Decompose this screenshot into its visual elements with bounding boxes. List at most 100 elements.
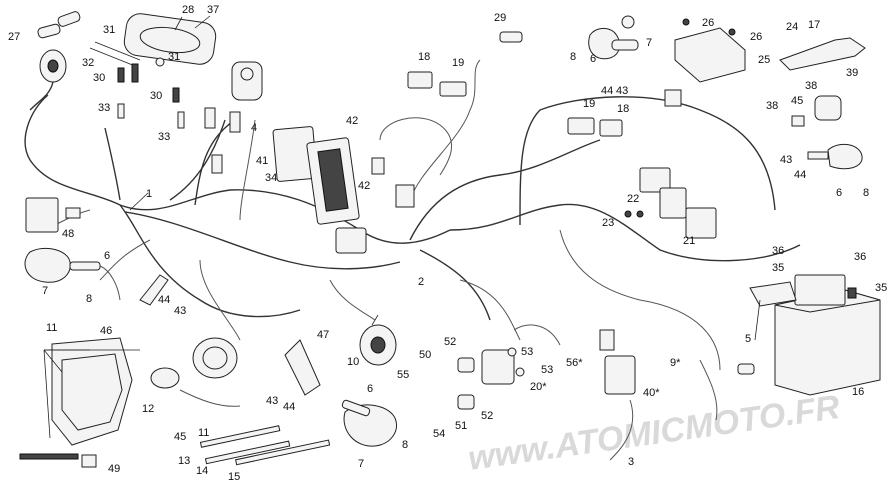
turn-signal-front-right	[341, 399, 397, 447]
starter-relay	[457, 324, 561, 410]
callout-label: 44	[601, 85, 613, 97]
callout-label: 17	[808, 19, 820, 31]
connectors-18-19	[407, 31, 623, 137]
callout-label: 4	[251, 122, 257, 134]
callout-label: 11	[198, 427, 209, 439]
callout-label: 33	[98, 102, 110, 114]
callout-label: 49	[108, 463, 120, 475]
ignition-switch	[29, 11, 81, 111]
callout-label: 45	[791, 95, 803, 107]
callout-label: 36	[772, 245, 784, 257]
relay-48	[25, 197, 81, 233]
callout-label: 5	[745, 333, 751, 345]
callout-label: 53	[541, 364, 553, 376]
callout-label: 30	[150, 90, 162, 102]
flasher-unit	[664, 18, 746, 107]
callout-label: 11	[46, 322, 57, 334]
callout-label: 44	[283, 401, 295, 413]
callout-label: 43	[266, 395, 278, 407]
cdi-unit	[272, 126, 415, 254]
callout-label: 19	[583, 98, 595, 110]
callout-label: 35	[772, 262, 784, 274]
battery	[749, 274, 881, 396]
callout-label: 1	[146, 188, 152, 200]
callout-label: 46	[100, 325, 112, 337]
callout-label: 3	[628, 456, 634, 468]
callout-label: 53	[521, 346, 533, 358]
callout-label: 36	[854, 251, 866, 263]
callout-label: 34	[265, 172, 277, 184]
callout-label: 10	[347, 356, 359, 368]
regulator-56-40	[599, 329, 636, 461]
callout-label: 23	[602, 217, 614, 229]
callout-label: 25	[758, 54, 770, 66]
callout-label: 45	[174, 431, 186, 443]
callout-label: 50	[419, 349, 431, 361]
callout-label: 6	[836, 187, 842, 199]
callout-label: 38	[805, 80, 817, 92]
turn-signal-rear-left	[24, 247, 121, 301]
callout-label: 44	[794, 169, 806, 181]
callout-label: 56*	[566, 357, 583, 369]
callout-label: 38	[766, 100, 778, 112]
cable-ties	[199, 425, 331, 466]
main-wiring-harness	[24, 59, 801, 371]
callout-label: 35	[875, 282, 887, 294]
turn-signal-front-left	[588, 15, 639, 60]
callout-label: 39	[846, 67, 858, 79]
watermark: www.ATOMICMOTO.FR	[466, 388, 843, 478]
callout-label: 27	[8, 31, 20, 43]
callout-label: 31	[103, 24, 115, 36]
callout-label: 21	[683, 235, 695, 247]
callout-label: 14	[196, 465, 208, 477]
callout-label: 16	[852, 386, 864, 398]
callout-label: 33	[158, 131, 170, 143]
callout-label: 18	[617, 103, 629, 115]
callout-label: 24	[786, 21, 798, 33]
callout-label: 28	[182, 4, 194, 16]
callout-label: 29	[494, 12, 506, 24]
callout-label: 32	[82, 57, 94, 69]
callout-label: 7	[358, 458, 364, 470]
panel-hardware	[117, 57, 185, 129]
horn	[359, 314, 397, 366]
headlight-assembly	[19, 337, 241, 468]
callout-label: 52	[444, 336, 456, 348]
callout-label: 6	[104, 250, 110, 262]
callout-label: 22	[627, 193, 639, 205]
callout-label: 37	[207, 4, 219, 16]
rear-light	[791, 95, 863, 170]
callout-label: 40*	[643, 387, 660, 399]
callout-label: 26	[702, 17, 714, 29]
callout-label: 15	[228, 471, 240, 483]
callout-label: 30	[93, 72, 105, 84]
callout-label: 6	[367, 383, 373, 395]
callout-label: 54	[433, 428, 445, 440]
callout-label: 6	[590, 53, 596, 65]
callout-label: 18	[418, 51, 430, 63]
callout-label: 43	[780, 154, 792, 166]
relay-group	[624, 167, 717, 239]
rear-mudguard	[779, 37, 866, 71]
callout-label: 13	[178, 455, 190, 467]
callout-label: 41	[256, 155, 268, 167]
callout-label: 8	[402, 439, 408, 451]
callout-label: 43	[174, 305, 186, 317]
callout-label: 2	[418, 276, 424, 288]
lead-cables-right	[699, 359, 755, 421]
leader-lines	[43, 15, 761, 439]
callout-label: 31	[168, 51, 180, 63]
callout-label: 42	[346, 115, 358, 127]
callout-label: 8	[86, 293, 92, 305]
callout-label: 8	[570, 51, 576, 63]
callout-label: 43	[616, 85, 628, 97]
callout-label: 44	[158, 294, 170, 306]
brackets	[139, 274, 321, 396]
callout-label: 51	[455, 420, 467, 432]
callout-label: 12	[142, 403, 154, 415]
instrument-panel	[89, 13, 217, 67]
callout-label: 42	[358, 180, 370, 192]
